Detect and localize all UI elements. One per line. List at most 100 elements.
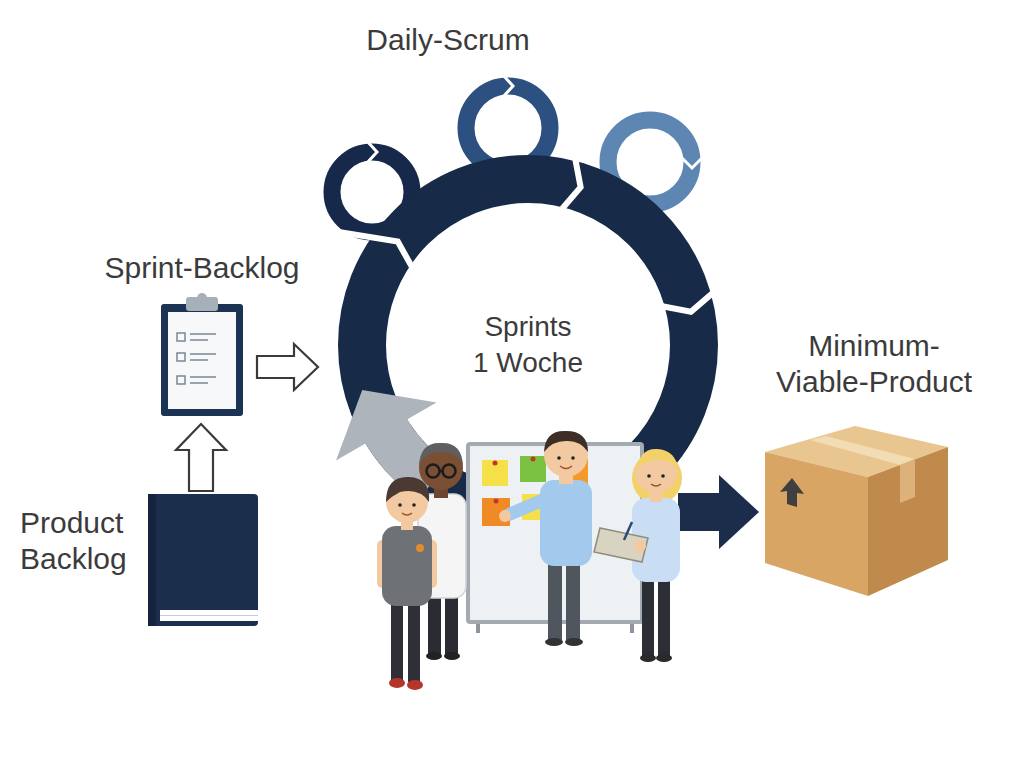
clipboard	[594, 528, 648, 562]
checkbox	[177, 376, 185, 384]
check-line	[190, 333, 216, 335]
node-label: Daily-Scrum	[366, 22, 529, 58]
leg	[445, 592, 458, 654]
eye	[412, 503, 416, 507]
sticky-note	[482, 498, 510, 526]
clipboard-clip	[197, 293, 207, 303]
shoe	[545, 638, 563, 646]
sticky-note	[482, 460, 508, 486]
leg	[548, 560, 562, 640]
flow-arrow	[176, 424, 226, 491]
loop-chevron	[502, 74, 513, 98]
node-label: Minimum- Viable-Product	[767, 328, 982, 400]
eye	[647, 474, 651, 478]
page-line	[160, 615, 258, 616]
shirt	[540, 480, 592, 566]
checkbox	[177, 353, 185, 361]
clipboard-paper	[168, 312, 236, 409]
node-label: Product Backlog	[20, 505, 150, 577]
chevron-line	[542, 128, 595, 239]
leg	[408, 600, 420, 682]
check-line	[190, 376, 216, 378]
eye	[661, 474, 665, 478]
leg	[566, 560, 580, 640]
wrap-spacer	[464, 309, 476, 339]
hand	[499, 510, 511, 522]
this-side-up-symbol	[780, 478, 804, 507]
product-backlog-node: Product Backlog	[148, 495, 258, 625]
book-pages	[160, 610, 258, 621]
mouth	[651, 484, 661, 486]
daily-scrum-node: Daily-Scrum	[320, 70, 710, 215]
check-line	[190, 359, 208, 361]
product-box	[765, 426, 948, 596]
sprint-backlog-node: Sprint-Backlog	[160, 300, 245, 416]
check-line	[190, 382, 208, 384]
person-short-hair	[377, 477, 437, 690]
glasses	[440, 470, 443, 473]
box-side	[868, 447, 948, 596]
checkbox	[177, 333, 185, 341]
hair	[419, 443, 463, 466]
mouth	[402, 513, 412, 515]
pin	[531, 457, 536, 462]
shirt-logo	[416, 544, 424, 552]
shoe	[426, 652, 442, 660]
chevron-line	[339, 211, 442, 294]
book-cover	[148, 494, 258, 626]
ring-chevron	[632, 273, 743, 326]
shirt	[382, 526, 432, 606]
ring-arrowhead	[312, 361, 436, 461]
shoe	[656, 654, 672, 662]
leg	[658, 576, 670, 656]
book-icon	[148, 494, 258, 626]
shoe	[565, 638, 583, 646]
hair	[386, 477, 429, 502]
person-clipboard	[594, 449, 682, 662]
box-tape	[900, 459, 915, 503]
sticky-note	[520, 456, 546, 482]
leg	[428, 592, 441, 654]
mvp-node: Minimum- Viable-Product	[765, 425, 948, 595]
wrap-spacer	[580, 309, 592, 339]
pin	[494, 499, 499, 504]
hair	[636, 449, 678, 470]
sprint-ring	[362, 179, 694, 511]
glasses	[427, 465, 440, 478]
shoe	[389, 678, 405, 688]
ring-chevron	[542, 128, 595, 239]
person-pointing	[499, 431, 592, 646]
hand	[634, 540, 646, 552]
check-line	[190, 339, 208, 341]
leg	[642, 576, 654, 656]
eye	[571, 456, 575, 460]
clipboard-board	[161, 304, 243, 416]
pen	[624, 522, 632, 540]
book-spine	[148, 494, 156, 626]
eye	[398, 503, 402, 507]
flow-arrow	[257, 344, 318, 390]
shoe	[640, 654, 656, 662]
check-line	[190, 353, 216, 355]
shoe	[407, 680, 423, 690]
ring-head	[312, 361, 436, 461]
loop-chevron	[366, 140, 377, 164]
clipboard-icon	[161, 293, 243, 416]
chevron-line	[632, 273, 743, 326]
loop-chevron	[680, 156, 704, 168]
box-tape	[810, 436, 915, 465]
ring-chevron	[339, 211, 442, 294]
shoe	[444, 652, 460, 660]
box-front	[765, 452, 868, 596]
flow-arrow	[678, 475, 759, 549]
eye	[557, 456, 561, 460]
mouth	[560, 466, 572, 469]
pin	[493, 461, 498, 466]
hair	[544, 431, 588, 452]
node-label: Sprint-Backlog	[104, 250, 299, 286]
glasses	[443, 465, 456, 478]
node-label: Sprints 1 Woche	[464, 309, 592, 381]
